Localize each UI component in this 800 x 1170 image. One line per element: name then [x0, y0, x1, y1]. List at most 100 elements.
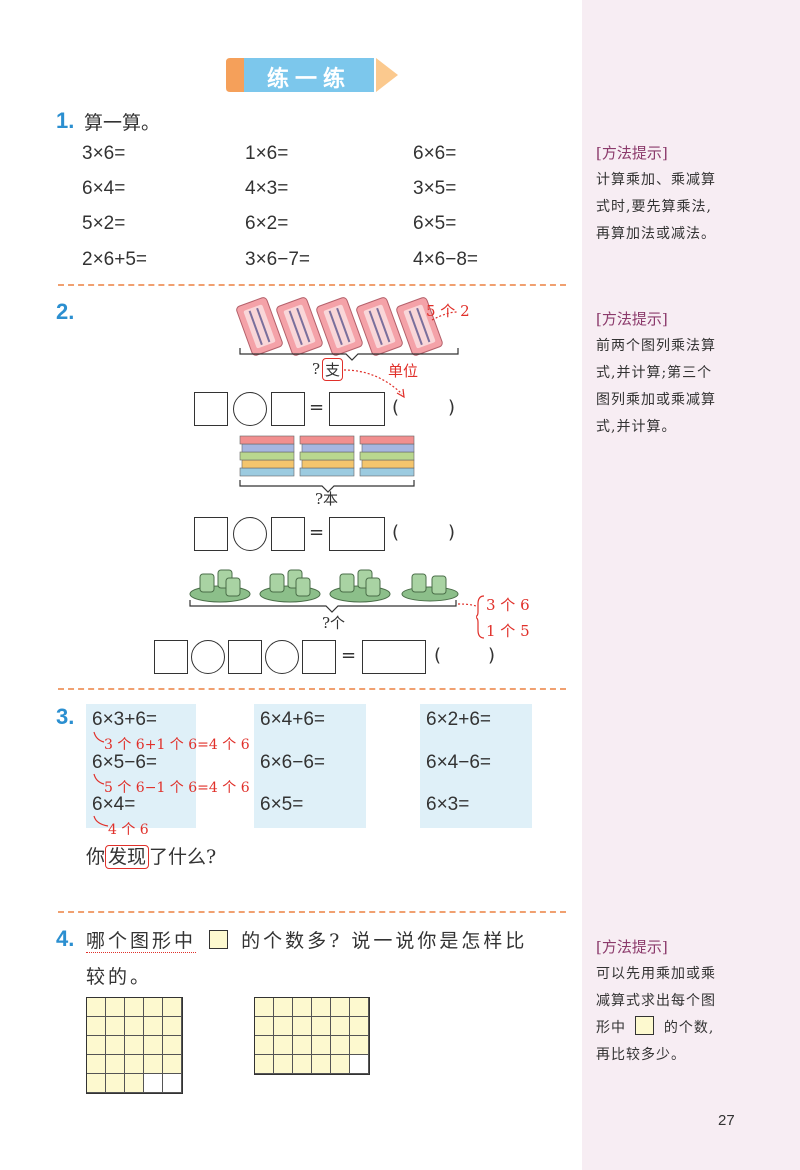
answer-box[interactable] [228, 640, 262, 674]
q3-annotation: 5 个 6−1 个 6=4 个 6 [104, 780, 250, 796]
grid-square-filled [144, 998, 163, 1017]
q3-expr: 6×4= [92, 794, 136, 815]
q3-question-before: 你 [86, 846, 106, 868]
section-divider [58, 911, 566, 913]
grid-square-filled [293, 998, 312, 1017]
q1-expr: 6×5= [413, 213, 457, 234]
grid-square-filled [331, 1017, 350, 1036]
answer-box[interactable] [194, 517, 228, 551]
grid-square-filled [312, 998, 331, 1017]
question-4-number: 4. [56, 926, 75, 951]
answer-box[interactable] [154, 640, 188, 674]
grid-square-filled [331, 1036, 350, 1055]
grid-square-filled [125, 1055, 144, 1074]
tip-line: 前两个图列乘法算 [596, 338, 716, 354]
grid-square-filled [106, 1036, 125, 1055]
tip-title: [方法提示] [596, 310, 668, 328]
grid-square-filled [255, 1017, 274, 1036]
q3-expr: 6×5−6= [92, 752, 157, 773]
answer-box[interactable] [271, 392, 305, 426]
tip-line: 式,并计算。 [596, 419, 677, 435]
q3-expr: 6×2+6= [426, 709, 491, 730]
pencil-boxes-illustration [236, 297, 459, 361]
operator-circle[interactable] [191, 640, 225, 674]
grid-square-filled [144, 1055, 163, 1074]
unit-paren-close: ) [448, 397, 456, 418]
books-label: ?本 [315, 490, 339, 508]
q1-expr: 2×6+5= [82, 249, 147, 270]
tip-line: 计算乘加、乘减算 [596, 172, 716, 188]
q3-expr: 6×3+6= [92, 709, 157, 730]
grid-square-filled [255, 1055, 274, 1074]
tip-line: 再比较多少。 [596, 1047, 686, 1063]
operator-circle[interactable] [265, 640, 299, 674]
grid-square-filled [144, 1017, 163, 1036]
grid-square-filled [87, 1074, 106, 1093]
q3-column-bg [420, 704, 532, 828]
answer-box[interactable] [194, 392, 228, 426]
method-tip: [方法提示] 前两个图列乘法算 式,并计算;第三个 图列乘加或乘减算 式,并计算… [596, 308, 792, 441]
unit-paren-open: ( [392, 397, 400, 418]
question-1-prompt: 算一算。 [84, 112, 161, 134]
answer-box[interactable] [302, 640, 336, 674]
q4-prompt-line1: 哪个图形中 的个数多? 说一说你是怎样比 [86, 926, 527, 953]
unit-arrow [343, 369, 405, 399]
grid-square-filled [106, 1055, 125, 1074]
question-2-number: 2. [56, 299, 75, 324]
tip-line-part: 的个数, [663, 1020, 715, 1036]
grid-square-filled [144, 1036, 163, 1055]
grid-square-filled [106, 1017, 125, 1036]
grid-square-filled [163, 1036, 182, 1055]
equals-sign: = [309, 397, 325, 418]
grid-square-filled [312, 1036, 331, 1055]
equals-sign: = [341, 645, 357, 666]
grid-square-filled [331, 998, 350, 1017]
tip-line: 可以先用乘加或乘 [596, 966, 716, 982]
q3-column-bg [86, 704, 196, 828]
method-tip: [方法提示] 计算乘加、乘减算 式时,要先算乘法, 再算加法或减法。 [596, 142, 792, 248]
q4-prompt-after: 的个数多? 说一说你是怎样比 [241, 930, 528, 952]
unit-paren-open: ( [434, 645, 442, 666]
tip-line: 再算加法或减法。 [596, 226, 716, 242]
result-box[interactable] [362, 640, 426, 674]
question-1-number: 1. [56, 108, 75, 133]
tip-line-part: 形中 [596, 1020, 626, 1036]
q3-question-after: 了什么? [149, 846, 217, 868]
pencil-annotation: 5 个 2 [426, 302, 470, 320]
operator-circle[interactable] [233, 392, 267, 426]
result-box[interactable] [329, 517, 385, 551]
grid-square-empty [350, 1055, 369, 1074]
grid-square-filled [87, 1055, 106, 1074]
cups-annotation-1: 3 个 6 [486, 596, 530, 614]
q1-expr: 5×2= [82, 213, 126, 234]
grid-square-filled [125, 1017, 144, 1036]
q1-expr: 3×6= [82, 143, 126, 164]
sidebar-panel [582, 0, 800, 1170]
grid-square-filled [106, 998, 125, 1017]
cups-label: ?个 [322, 614, 346, 632]
answer-box[interactable] [271, 517, 305, 551]
q1-expr: 6×2= [245, 213, 289, 234]
grid-square-empty [144, 1074, 163, 1093]
tip-title: [方法提示] [596, 938, 668, 956]
q3-expr: 6×5= [260, 794, 304, 815]
grid-square-filled [274, 1036, 293, 1055]
operator-circle[interactable] [233, 517, 267, 551]
pencil-question-mark: ? [312, 360, 321, 378]
grid-square-filled [312, 1017, 331, 1036]
q1-expr: 3×5= [413, 178, 457, 199]
grid-square-filled [312, 1055, 331, 1074]
grid-square-filled [331, 1055, 350, 1074]
cups-annotation-brace [476, 595, 485, 639]
header-banner-shape [226, 58, 398, 92]
unit-paren-close: ) [488, 645, 496, 666]
section-divider [58, 688, 566, 690]
q4-prompt-before: 哪个图形中 [86, 930, 197, 953]
q3-annotation-arrows [93, 731, 109, 827]
grid-square-filled [274, 1055, 293, 1074]
grid-square-filled [350, 1017, 369, 1036]
cups-annotation-2: 1 个 5 [486, 622, 530, 640]
grid-square-filled [163, 1017, 182, 1036]
result-box[interactable] [329, 392, 385, 426]
grid-square-filled [350, 998, 369, 1017]
